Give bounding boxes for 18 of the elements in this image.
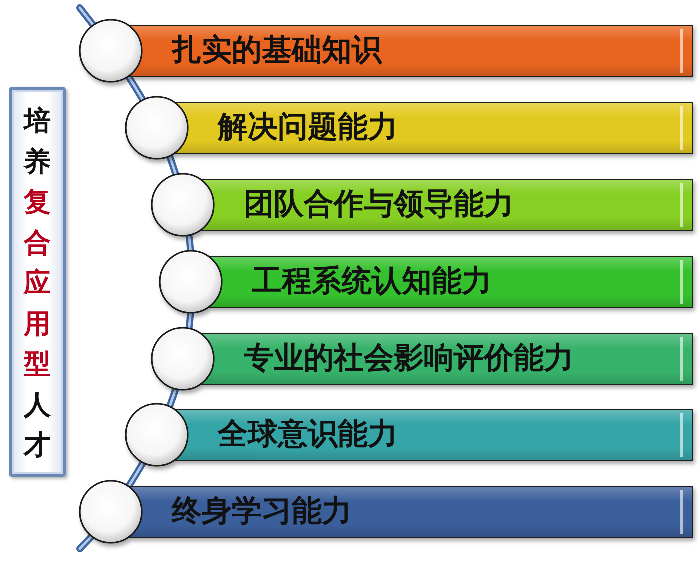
ability-bar <box>151 173 693 237</box>
ability-bar <box>125 96 693 160</box>
ability-bar <box>79 480 693 544</box>
ability-bar <box>125 403 693 467</box>
vertical-title-box <box>9 87 66 477</box>
vertical-title-text: 人才 <box>24 388 51 463</box>
ability-text: 扎实的基础知识 <box>172 33 382 69</box>
vertical-title-text: 培养 <box>24 105 51 180</box>
ability-text: 工程系统认知能力 <box>252 264 492 300</box>
ability-text: 全球意识能力 <box>218 417 398 453</box>
ability-bar <box>151 327 693 391</box>
ability-text: 解决问题能力 <box>218 110 398 146</box>
vertical-title-text: 复合应用型 <box>24 186 51 382</box>
ability-text: 终身学习能力 <box>172 494 352 530</box>
ability-bar <box>159 250 693 314</box>
ability-text: 团队合作与领导能力 <box>244 187 514 223</box>
ability-text: 专业的社会影响评价能力 <box>244 341 574 377</box>
ability-bar <box>79 19 693 83</box>
